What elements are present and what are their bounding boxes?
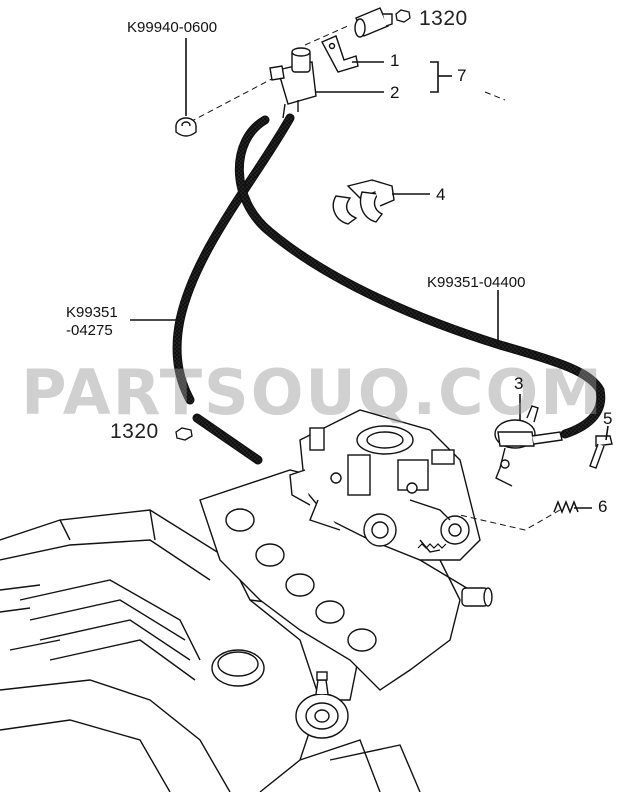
label-callout-6: 6 bbox=[598, 497, 608, 516]
vacuum-switch-drawing bbox=[269, 47, 317, 119]
label-callout-4: 4 bbox=[436, 185, 446, 204]
spring-drawing bbox=[553, 499, 579, 515]
callout-lines bbox=[130, 38, 609, 509]
nut-drawing bbox=[175, 117, 197, 137]
clip-icon-top bbox=[395, 9, 411, 23]
label-part-k99940-0600: K99940-0600 bbox=[127, 19, 218, 36]
clip-icon-mid bbox=[175, 427, 193, 441]
label-callout-7: 7 bbox=[457, 66, 467, 85]
bracket-drawing bbox=[321, 35, 359, 73]
label-hose-k99351-line1: K99351 bbox=[66, 304, 118, 321]
intake-manifold-drawing bbox=[199, 469, 493, 691]
label-part-1320-mid: 1320 bbox=[110, 420, 159, 443]
carburetor-spring-drawing bbox=[417, 543, 447, 549]
label-callout-3: 3 bbox=[514, 374, 524, 393]
top-sensor-drawing bbox=[354, 7, 393, 38]
hose-right bbox=[234, 115, 606, 439]
actuator-drawing bbox=[494, 405, 563, 487]
bolt-drawing bbox=[589, 435, 613, 469]
label-callout-1: 1 bbox=[390, 51, 400, 70]
pulley-drawing bbox=[295, 671, 349, 739]
label-hose-k99351-04400: K99351-04400 bbox=[427, 274, 526, 291]
label-callout-2: 2 bbox=[390, 83, 400, 102]
hose-left bbox=[172, 113, 295, 465]
watermark: PARTSOUQ.COM bbox=[21, 356, 604, 429]
label-hose-k99351-line2: -04275 bbox=[66, 322, 113, 339]
label-callout-5: 5 bbox=[603, 409, 613, 428]
carburetor-drawing bbox=[289, 409, 481, 561]
label-part-1320-top: 1320 bbox=[419, 7, 468, 30]
clamp-drawing bbox=[332, 179, 395, 225]
